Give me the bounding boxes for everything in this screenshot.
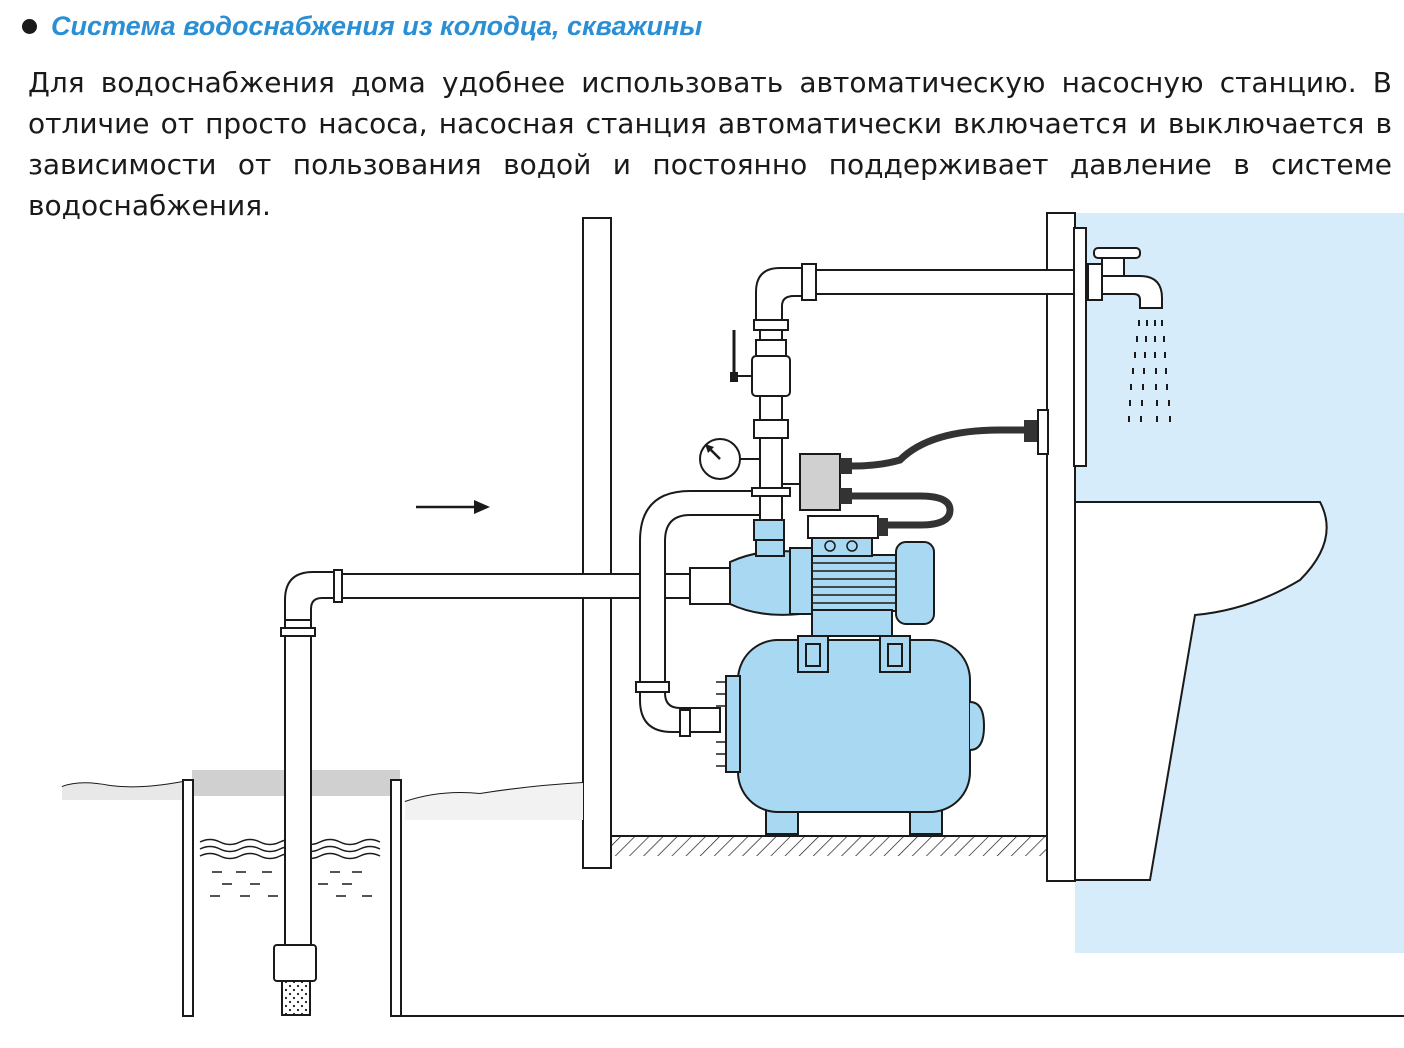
pressure-switch bbox=[799, 453, 841, 511]
supply-elbow bbox=[755, 267, 807, 321]
flow-arrow-icon bbox=[416, 500, 490, 514]
suction-elbow bbox=[284, 571, 341, 621]
description-paragraph: Для водоснабжения дома удобнее использов… bbox=[28, 66, 1392, 222]
house-wall-left bbox=[582, 217, 612, 869]
check-valve bbox=[273, 944, 317, 982]
pressure-gauge-icon bbox=[699, 438, 760, 480]
house-wall-right bbox=[1046, 212, 1076, 882]
intake-filter bbox=[281, 980, 311, 1016]
floor-hatch bbox=[612, 836, 1046, 856]
power-cable bbox=[851, 426, 1024, 470]
pressure-tank bbox=[716, 635, 986, 835]
motor-cable bbox=[852, 492, 954, 529]
tank-connection-pipe bbox=[639, 490, 761, 733]
supply-pipe-horizontal bbox=[815, 269, 1089, 295]
bullet-icon bbox=[22, 18, 37, 34]
heading-text: Система водоснабжения из колодца, скважи… bbox=[51, 10, 703, 41]
well-water-dashes bbox=[210, 871, 372, 897]
water-spray bbox=[1128, 320, 1171, 422]
well-wall-right bbox=[390, 779, 402, 1017]
suction-pipe-horizontal bbox=[339, 573, 699, 599]
well-wall-left bbox=[182, 779, 194, 1017]
toilet-bowl bbox=[1074, 501, 1328, 881]
wall-socket bbox=[1024, 420, 1038, 442]
water-tap-icon bbox=[1073, 227, 1163, 467]
suction-pipe-vertical bbox=[284, 619, 312, 951]
shutoff-valve bbox=[730, 319, 791, 397]
section-heading: Система водоснабжения из колодца, скважи… bbox=[22, 6, 702, 46]
